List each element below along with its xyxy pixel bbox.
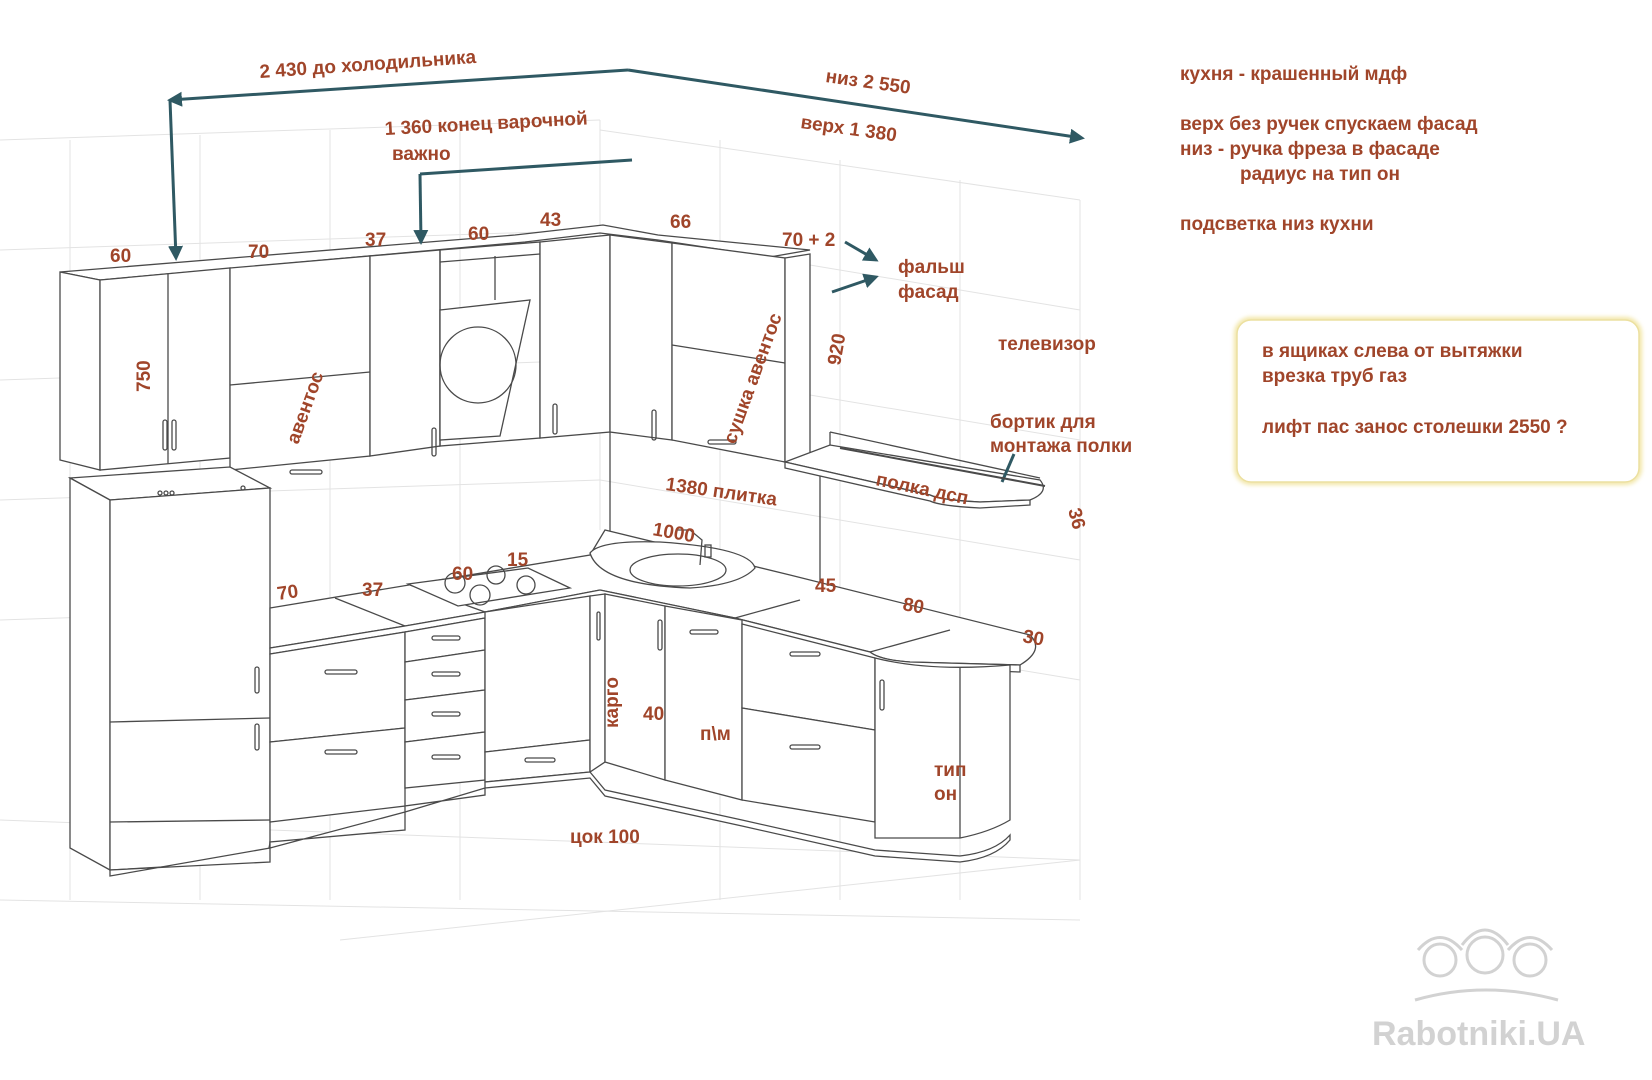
lower-width-6: 80 xyxy=(901,594,925,618)
dim-upper-right: верх 1 380 xyxy=(799,112,898,146)
label-false-facade-1: фальш xyxy=(898,257,965,278)
label-type-on-2: он xyxy=(934,784,957,805)
upper-width-1: 60 xyxy=(110,246,131,267)
label-cargo: карго xyxy=(602,677,623,728)
shelf xyxy=(782,431,1044,509)
label-tv: телевизор xyxy=(998,334,1096,355)
lower-cabinets xyxy=(109,529,1037,877)
upper-cabinets xyxy=(59,224,811,475)
watermark-text: Rabotniki.UA xyxy=(1372,1015,1585,1053)
label-dishwasher: п\м xyxy=(700,724,731,745)
upper-width-4: 60 xyxy=(468,224,489,245)
lower-width-2: 37 xyxy=(362,580,383,601)
upper-width-6: 66 xyxy=(670,212,691,233)
label-type-on-1: тип xyxy=(934,760,966,781)
dimension-lines xyxy=(167,68,1085,487)
dim-upper-height: 750 xyxy=(134,360,155,392)
lower-width-1: 70 xyxy=(276,581,300,605)
lower-width-4: 15 xyxy=(507,550,529,571)
box-note-1: в ящиках слева от вытяжки xyxy=(1262,341,1523,362)
lower-width-3: 60 xyxy=(452,564,473,585)
upper-width-5: 43 xyxy=(540,210,561,231)
label-cargo-width: 40 xyxy=(643,704,664,725)
note-line-1: кухня - крашенный мдф xyxy=(1180,64,1407,85)
watermark: Rabotniki.UA xyxy=(1372,928,1585,1053)
dim-right-height: 920 xyxy=(824,332,850,367)
note-line-4: радиус на тип он xyxy=(1240,164,1400,185)
lower-width-7: 30 xyxy=(1021,626,1045,650)
dim-false-panel-width: 70 + 2 xyxy=(782,230,835,251)
notes: кухня - крашенный мдф верх без ручек спу… xyxy=(1180,64,1478,235)
upper-width-2: 70 xyxy=(248,242,269,263)
fridge xyxy=(67,466,273,872)
dim-shelf-edge: 36 xyxy=(1063,506,1089,532)
dim-top-left: 2 430 до холодильника xyxy=(259,47,477,83)
box-note-2: врезка труб газ xyxy=(1262,366,1407,387)
dim-hob-end: 1 360 конец варочной xyxy=(384,108,588,140)
note-line-3: низ - ручка фреза в фасаде xyxy=(1180,139,1440,160)
label-false-facade-2: фасад xyxy=(898,282,959,303)
box-note-3: лифт пас занос столешки 2550 ? xyxy=(1262,417,1568,438)
dim-important: важно xyxy=(392,144,451,165)
note-line-2: верх без ручек спускаем фасад xyxy=(1180,114,1478,135)
note-box: в ящиках слева от вытяжки врезка труб га… xyxy=(1234,317,1642,485)
dim-tile: 1380 плитка xyxy=(664,474,778,510)
note-line-5: подсветка низ кухни xyxy=(1180,214,1374,235)
workers-logo-icon xyxy=(1414,928,1559,1002)
lower-width-5: 45 xyxy=(815,576,837,597)
label-border-1: бортик для xyxy=(990,412,1096,433)
dim-plinth: цок 100 xyxy=(570,827,640,848)
upper-width-3: 37 xyxy=(365,230,386,251)
dim-top-right: низ 2 550 xyxy=(824,66,912,99)
label-border-2: монтажа полки xyxy=(990,436,1132,457)
